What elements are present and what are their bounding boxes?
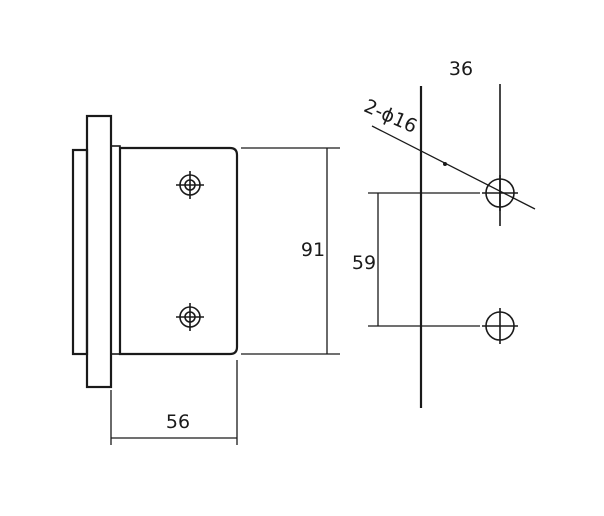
hole-callout: 2-ϕ16 [361, 95, 536, 210]
mounting-plate [85, 114, 113, 389]
width-dimension-label: 56 [166, 411, 190, 433]
upper-screw-hole-icon [176, 171, 204, 199]
hinge-front-view: 56 91 [71, 114, 340, 445]
lower-screw-hole-icon [176, 303, 204, 331]
hole-spacing-dimension: 59 [352, 192, 480, 327]
hole-callout-label: 2-ϕ16 [361, 95, 421, 138]
lower-glass-hole-icon [482, 308, 518, 344]
height-dimension: 91 [241, 147, 340, 355]
callout-leader [371, 125, 536, 210]
back-block [71, 148, 89, 356]
width-dimension: 56 [110, 360, 238, 445]
hinge-body [118, 146, 239, 356]
hole-offset-label: 36 [449, 58, 473, 80]
hole-spacing-label: 59 [352, 252, 376, 274]
height-dimension-label: 91 [301, 239, 325, 261]
plate-shoulder [110, 145, 121, 355]
upper-glass-hole-icon [482, 175, 518, 211]
hole-layout-view: 36 59 2-ϕ16 [352, 58, 536, 408]
